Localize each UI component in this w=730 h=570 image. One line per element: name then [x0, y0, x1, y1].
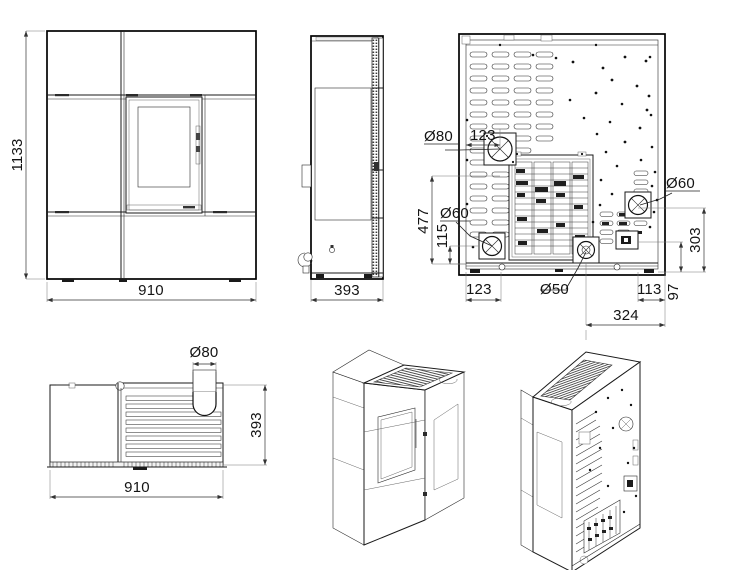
dim-label-123-bottom: 123 — [466, 281, 492, 298]
dim-label-diam80-rear: Ø80 — [424, 128, 453, 145]
top-flue-pipe-80 — [192, 369, 217, 417]
dimension-115: 115 — [434, 224, 479, 265]
view-top-plan: Ø80 393 910 — [47, 344, 268, 500]
rear-fastener-dots — [465, 43, 659, 249]
dim-label-393-top: 393 — [248, 412, 265, 438]
rear-slot-grille-left — [469, 51, 554, 238]
rear-center-grille — [508, 151, 594, 261]
dim-label-1133: 1133 — [9, 138, 26, 171]
dimension-910-top: 910 — [49, 470, 224, 500]
port-50-bottom — [572, 236, 600, 264]
view-rear-elevation: Ø80 123 477 Ø60 115 — [415, 33, 707, 328]
dim-label-diam60-left: Ø60 — [440, 205, 469, 222]
dim-label-303: 303 — [687, 227, 704, 253]
dimension-side-depth: 393 — [310, 280, 384, 303]
dimension-324: 324 — [586, 302, 666, 328]
dim-label-diam60-right: Ø60 — [666, 175, 695, 192]
dim-label-diam50: Ø50 — [540, 281, 569, 298]
dimension-97: 97 — [638, 241, 684, 301]
dim-label-113: 113 — [637, 281, 662, 298]
dimension-front-width: 910 — [46, 282, 257, 303]
dimension-123-bottom: 123 — [465, 272, 502, 303]
port-60-right — [624, 191, 652, 219]
dimension-front-height: 1133 — [9, 30, 45, 280]
dim-label-910-front: 910 — [138, 282, 164, 299]
view-isometric-front — [332, 349, 466, 546]
dim-label-393-side: 393 — [334, 282, 360, 299]
view-isometric-rear — [520, 351, 642, 570]
dim-label-115: 115 — [434, 224, 451, 249]
dimension-123-top: 123 — [465, 127, 501, 149]
electrical-socket-box — [615, 230, 639, 250]
view-front-elevation: 1133 910 — [9, 30, 257, 303]
dimension-diam-80-rear: Ø80 — [424, 128, 501, 151]
view-side-elevation: 393 — [297, 35, 384, 303]
dimension-diam-50: Ø50 — [540, 251, 587, 325]
dimension-diam-60-right: Ø60 — [639, 175, 700, 206]
dim-label-324: 324 — [613, 307, 639, 324]
dimension-113: 113 — [637, 272, 666, 303]
dim-label-910-top: 910 — [124, 479, 150, 496]
dim-label-diam80-top: Ø80 — [190, 344, 219, 361]
dimension-diam-60-left: Ø60 — [440, 205, 493, 247]
dimension-diam-80-top: Ø80 — [190, 344, 219, 372]
dimension-393-top: 393 — [223, 384, 268, 466]
dim-label-123-top: 123 — [470, 127, 496, 144]
dim-label-97: 97 — [665, 283, 682, 300]
dimension-303: 303 — [638, 207, 707, 273]
dim-label-477: 477 — [415, 208, 432, 234]
iso-rear-center-grille — [583, 499, 621, 554]
